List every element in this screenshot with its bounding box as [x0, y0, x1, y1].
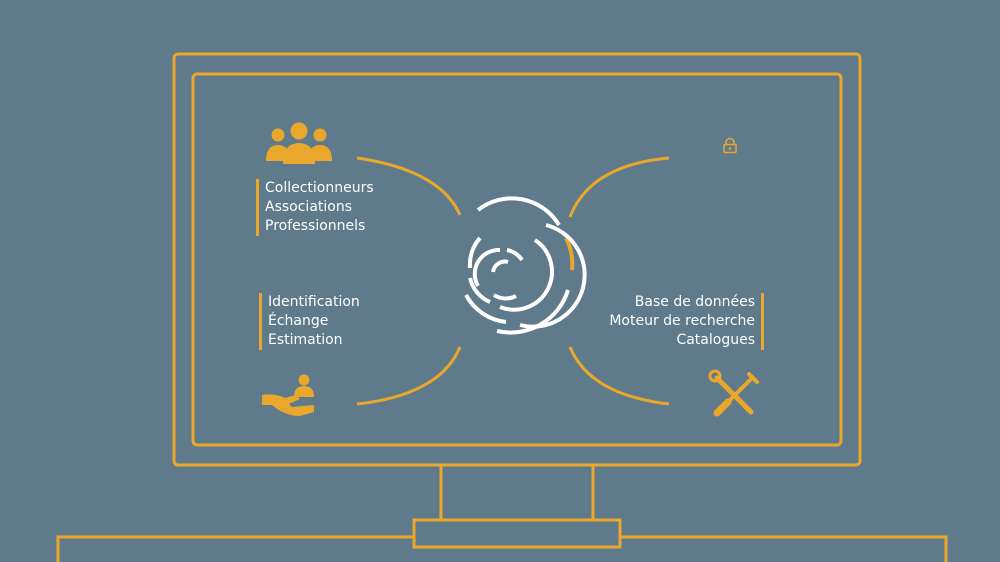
monitor-screen: [191, 72, 843, 447]
list-item: Identification: [268, 294, 360, 310]
list-item: Échange: [268, 313, 329, 329]
group-people-icon: [266, 122, 332, 164]
circular-logo-icon: [464, 196, 587, 335]
connector-top-left: [356, 156, 462, 216]
list-item: Moteur de recherche: [609, 313, 755, 329]
services-list: Identification Échange Estimation: [259, 293, 360, 350]
hand-person-icon: [262, 374, 314, 416]
padlock-icon: [723, 137, 737, 154]
desk-outline: [56, 535, 948, 562]
user-types-list: Collectionneurs Associations Professionn…: [256, 179, 374, 236]
monitor-base: [412, 518, 622, 549]
monitor-outer-frame: [172, 52, 862, 467]
connector-top-right: [568, 156, 670, 218]
list-item: Professionnels: [265, 218, 366, 234]
list-item: Catalogues: [676, 332, 755, 348]
list-item: Collectionneurs: [265, 180, 374, 196]
list-item: Estimation: [268, 332, 343, 348]
monitor-neck: [439, 465, 595, 520]
tools-list: Base de données Moteur de recherche Cata…: [609, 293, 764, 350]
connector-bottom-left: [356, 346, 462, 406]
list-item: Associations: [265, 199, 353, 215]
list-item: Base de données: [634, 294, 755, 310]
connector-bottom-right: [568, 346, 670, 406]
tools-icon: [708, 369, 759, 417]
